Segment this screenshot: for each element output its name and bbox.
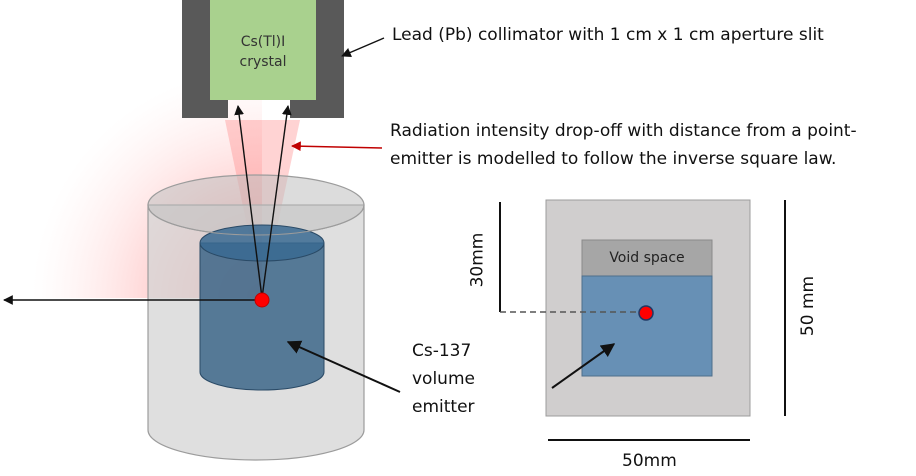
emitter-label-line1: Cs-137 — [412, 341, 472, 361]
crystal-block — [210, 0, 316, 100]
emitter-label-line3: emitter — [412, 397, 475, 417]
point-source — [254, 292, 270, 308]
outer-cylinder-front — [147, 204, 365, 236]
radiation-arrow — [291, 141, 383, 152]
radiation-label-line1: Radiation intensity drop-off with distan… — [390, 121, 857, 141]
crystal-label-line1: Cs(Tl)I — [240, 34, 286, 50]
ray-left — [234, 105, 263, 299]
depth-30mm-label: 30mm — [467, 232, 488, 288]
emitter-label-line2: volume — [412, 369, 475, 389]
radiation-label-line2: emitter is modelled to follow the invers… — [390, 149, 837, 169]
collimator-label: Lead (Pb) collimator with 1 cm x 1 cm ap… — [392, 25, 824, 45]
collimator-arrow — [341, 37, 385, 58]
cross-section — [499, 199, 786, 441]
emitter-arrow — [286, 340, 401, 393]
height-50mm-label: 50 mm — [798, 275, 819, 337]
void-space-label: Void space — [609, 250, 685, 266]
ray-right — [261, 105, 292, 299]
lead-collimator — [182, 0, 344, 118]
crystal-label-line2: crystal — [239, 54, 287, 70]
width-50mm-label: 50mm — [622, 451, 677, 471]
